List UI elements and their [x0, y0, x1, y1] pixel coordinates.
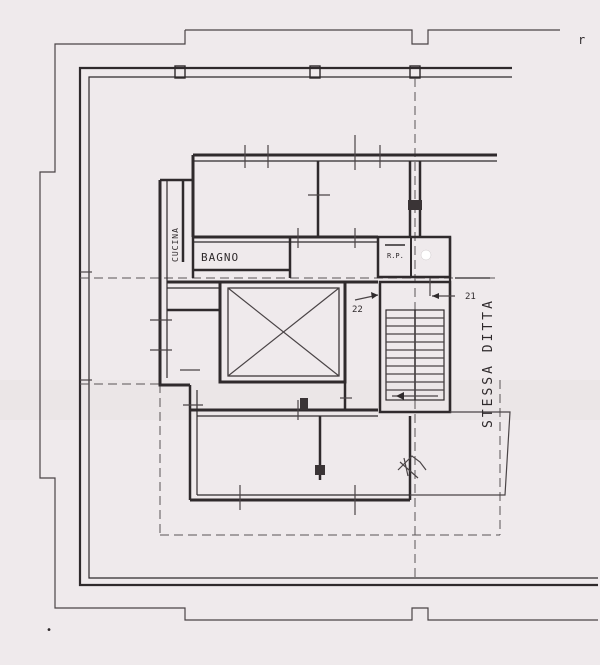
stair-treads — [386, 317, 444, 400]
sheet-marks: r • — [46, 33, 585, 636]
label-stessa-ditta: STESSA DITTA — [481, 298, 496, 428]
apartment-walls — [158, 153, 497, 502]
label-dimension-right: 21 — [465, 292, 476, 302]
door-marks — [80, 135, 381, 515]
dimension-marks — [354, 278, 455, 301]
svg-text:•: • — [46, 625, 52, 636]
label-bagno: BAGNO — [201, 251, 239, 264]
label-rp: R.P. — [387, 252, 404, 260]
site-boundary — [39, 29, 598, 621]
svg-text:r: r — [578, 33, 585, 47]
entrance-hatching — [397, 411, 511, 496]
duct-marker — [420, 249, 432, 261]
building-outer-wall — [78, 65, 598, 587]
label-cucina: CUCINA — [171, 227, 180, 262]
label-dimension-left: 22 — [352, 305, 363, 315]
